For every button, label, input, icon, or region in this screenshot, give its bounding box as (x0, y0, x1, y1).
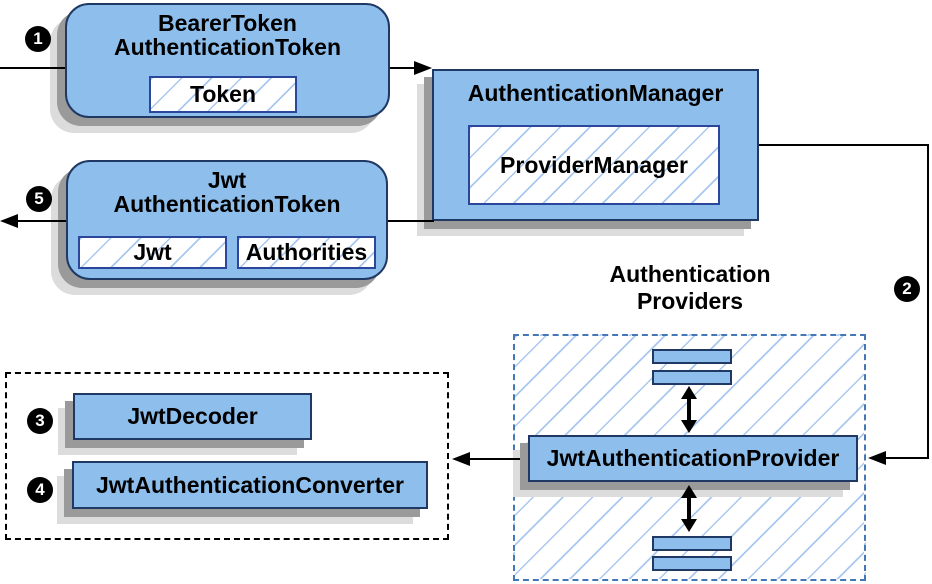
jwt-token-title-line1: Jwt (207, 167, 247, 193)
provider-to-converters-arrowhead-icon (452, 452, 470, 466)
bearer-token-title-line1: BearerToken (158, 10, 297, 36)
provider-manager-field: ProviderManager (468, 125, 720, 205)
bearer-token-authentication-token-box: BearerToken AuthenticationToken Token (65, 3, 390, 118)
authentication-manager-title: AuthenticationManager (467, 80, 724, 106)
authentication-providers-title: Authentication Providers (588, 261, 792, 315)
provider-to-converters-line (468, 458, 520, 460)
bearer-to-manager-arrowhead-icon (414, 61, 432, 75)
step-5-badge: 5 (26, 186, 52, 212)
authentication-providers-title-line1: Authentication (609, 261, 771, 287)
authentication-manager-box: AuthenticationManager ProviderManager (432, 69, 759, 221)
provider-slot-bar (652, 349, 732, 364)
double-arrow-down-icon (681, 519, 697, 532)
jwt-authentication-provider-box: JwtAuthenticationProvider (528, 435, 858, 482)
double-arrow-stem (687, 397, 691, 421)
step1-incoming-line (0, 67, 65, 69)
double-arrow-up-icon (681, 386, 697, 399)
step2-arrowhead-icon (868, 451, 886, 465)
manager-to-jwt-token-line (388, 220, 434, 222)
step2-path-top-line (759, 144, 929, 146)
jwt-authentication-converter-box: JwtAuthenticationConverter (72, 461, 428, 509)
bearer-token-title-line2: AuthenticationToken (113, 34, 341, 60)
step2-path-vertical-line (927, 144, 929, 458)
double-arrow-stem (687, 496, 691, 520)
step2-path-bottom-line (886, 457, 929, 459)
step5-arrowhead-icon (0, 214, 18, 228)
bearer-token-box-title: BearerToken AuthenticationToken (67, 11, 388, 59)
jwt-token-box-title: Jwt AuthenticationToken (68, 168, 386, 216)
double-arrow-up-icon (681, 485, 697, 498)
token-field: Token (149, 76, 297, 113)
jwt-decoder-box: JwtDecoder (73, 393, 312, 440)
jwt-authentication-token-box: Jwt AuthenticationToken Jwt Authorities (66, 160, 388, 280)
jwt-field: Jwt (78, 236, 227, 269)
step5-outgoing-line (16, 220, 66, 222)
decoder-converter-container (5, 372, 449, 540)
provider-slot-bar (652, 556, 732, 571)
double-arrow-down-icon (681, 420, 697, 433)
step-2-badge: 2 (894, 276, 920, 302)
provider-slot-bar (652, 536, 732, 551)
step-1-badge: 1 (25, 26, 51, 52)
authentication-providers-title-line2: Providers (636, 288, 744, 314)
step-3-badge: 3 (27, 408, 53, 434)
step-4-badge: 4 (27, 477, 53, 503)
authorities-field: Authorities (237, 236, 376, 269)
provider-slot-bar (652, 370, 732, 385)
jwt-token-title-line2: AuthenticationToken (113, 191, 341, 217)
bearer-to-manager-line (390, 67, 416, 69)
